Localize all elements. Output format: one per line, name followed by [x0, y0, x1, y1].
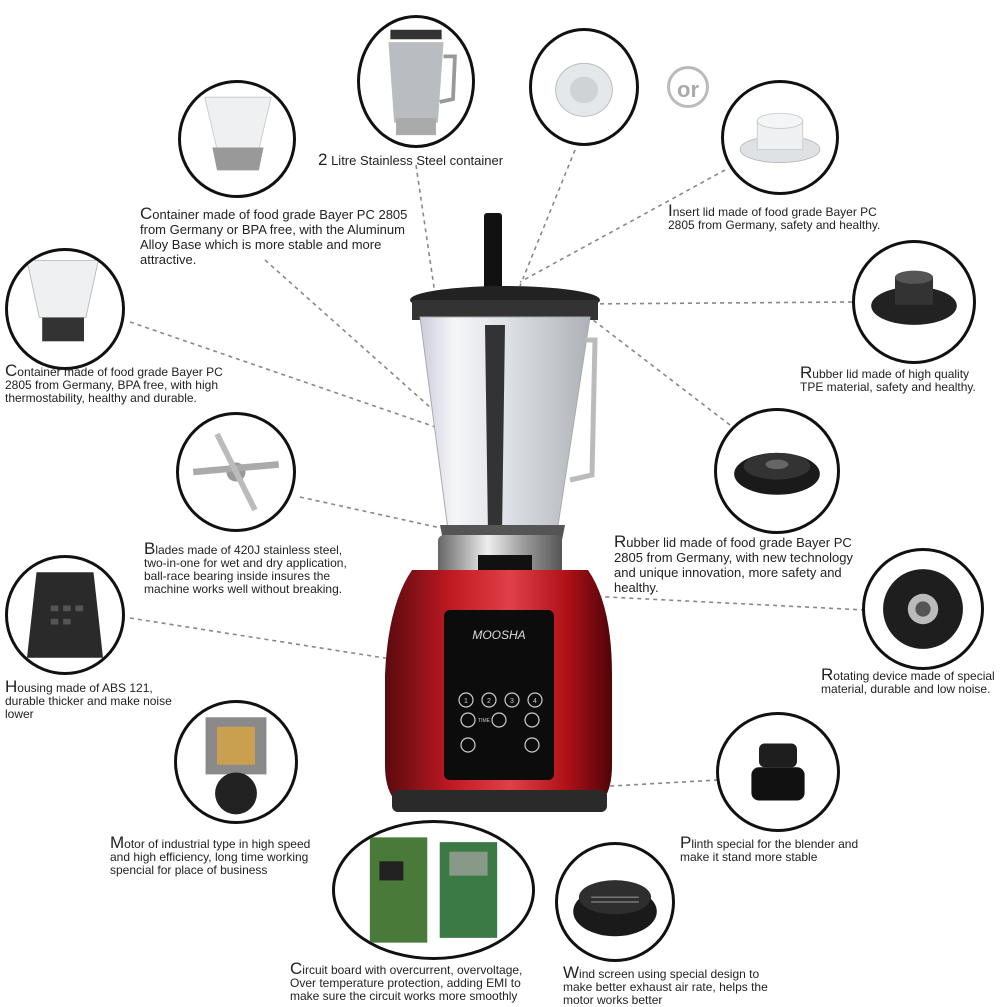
or-indicator: or	[667, 66, 709, 108]
caption-circuit: Circuit board with overcurrent, overvolt…	[290, 959, 523, 1003]
caption-rubber-lid-pc: Rubber lid made of food grade Bayer PC 2…	[614, 532, 853, 595]
motor-image	[174, 700, 298, 824]
panel-time-label: TIME	[478, 718, 491, 724]
caption-container-alu: Container made of food grade Bayer PC 28…	[140, 204, 408, 267]
panel-button-4[interactable]: 4	[533, 698, 537, 705]
housing-image	[5, 555, 125, 675]
caption-plinth: Plinth special for the blender and make …	[680, 833, 859, 864]
container-bpa-image	[5, 248, 125, 370]
rotating-device-image	[862, 548, 984, 670]
steel-container-image	[357, 15, 475, 148]
panel-button-3[interactable]: 3	[510, 698, 514, 705]
caption-steel-container: 2 Litre Stainless Steel container	[318, 150, 504, 169]
wind-screen-image	[555, 842, 675, 962]
brand-logo: MOOSHA	[472, 628, 525, 642]
caption-rotating: Rotating device made of special material…	[821, 665, 995, 696]
container-alu-image	[178, 80, 296, 198]
rubber-lid-pc-image	[714, 408, 840, 534]
caption-housing: Housing made of ABS 121, durable thicker…	[5, 677, 172, 721]
insert-lid-small-image	[529, 28, 639, 146]
caption-insert-lid: Insert lid made of food grade Bayer PC 2…	[668, 201, 881, 232]
caption-blades: Blades made of 420J stainless steel, two…	[144, 539, 347, 596]
panel-button-1[interactable]: 1	[464, 698, 468, 705]
caption-rubber-lid-tpe: Rubber lid made of high quality TPE mate…	[800, 363, 976, 394]
plinth-image	[716, 712, 840, 832]
caption-container-bpa: Container made of food grade Bayer PC 28…	[5, 361, 223, 405]
rubber-lid-tpe-image	[852, 240, 976, 364]
blender-main-image: MOOSHA 1 2 3 4 TIME	[385, 213, 612, 812]
blades-image	[176, 412, 296, 532]
insert-lid-image	[721, 80, 839, 195]
circuit-board-image	[332, 820, 535, 960]
caption-wind-screen: Wind screen using special design to make…	[563, 963, 768, 1007]
panel-button-2[interactable]: 2	[487, 698, 491, 705]
caption-motor: Motor of industrial type in high speed a…	[110, 833, 311, 877]
